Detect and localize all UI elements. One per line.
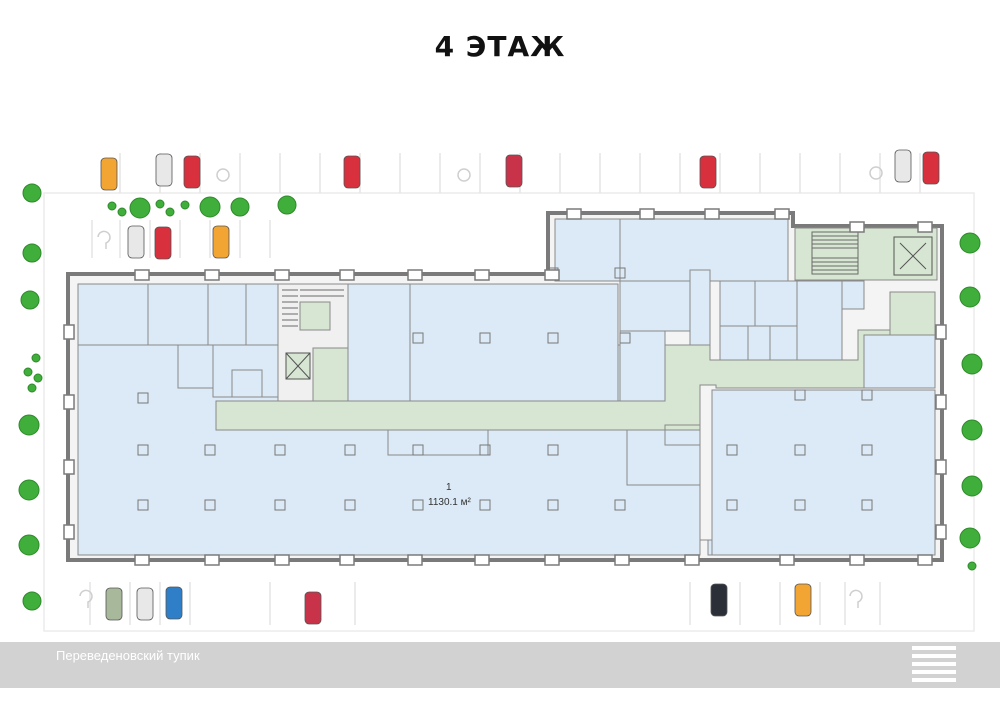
rooms-top-left bbox=[77, 283, 279, 398]
rooms-top-right bbox=[719, 280, 936, 389]
site-boundary bbox=[43, 192, 975, 632]
rooms-top-middle bbox=[347, 218, 789, 402]
premise-number: 1 bbox=[446, 482, 452, 493]
tree-icon bbox=[18, 183, 983, 611]
office-space-right bbox=[711, 389, 936, 556]
floor-title: 4 ЭТАЖ bbox=[434, 30, 566, 63]
parking-lines-top bbox=[91, 153, 921, 258]
elevator-icon-right bbox=[893, 236, 933, 276]
partitions bbox=[387, 424, 701, 486]
car-icon bbox=[100, 149, 940, 625]
stair-landing-left bbox=[299, 301, 331, 331]
elevator-icon bbox=[285, 352, 311, 380]
crosswalk-icon bbox=[912, 646, 956, 682]
street-name: Переведеновский тупик bbox=[56, 648, 200, 663]
columns bbox=[137, 267, 873, 511]
lobby-left bbox=[312, 347, 349, 402]
stairs-icon bbox=[282, 289, 344, 327]
parking-lines-bottom bbox=[89, 582, 881, 625]
stairs-icon-right bbox=[811, 231, 859, 275]
window-piers bbox=[63, 208, 947, 566]
road bbox=[0, 642, 1000, 688]
no-parking-icon bbox=[79, 230, 863, 608]
disabled-parking-icon bbox=[216, 166, 883, 182]
premise-area: 1130.1 м² bbox=[428, 497, 471, 508]
